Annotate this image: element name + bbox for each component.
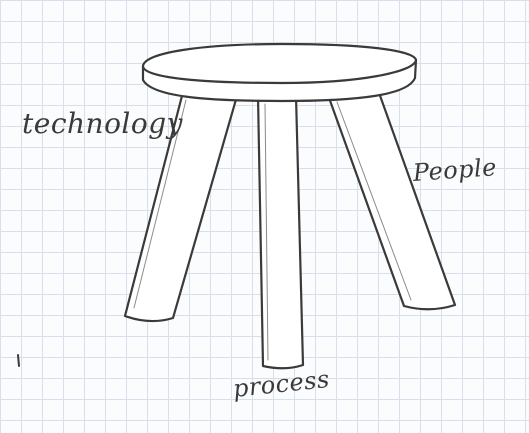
stool-leg-people <box>326 88 457 311</box>
stray-mark <box>17 354 20 367</box>
label-people: People <box>412 153 498 187</box>
stool-seat-top <box>141 42 418 85</box>
label-technology: technology <box>22 107 183 140</box>
stool-leg-technology <box>123 90 239 323</box>
stool-leg-process <box>256 94 305 370</box>
